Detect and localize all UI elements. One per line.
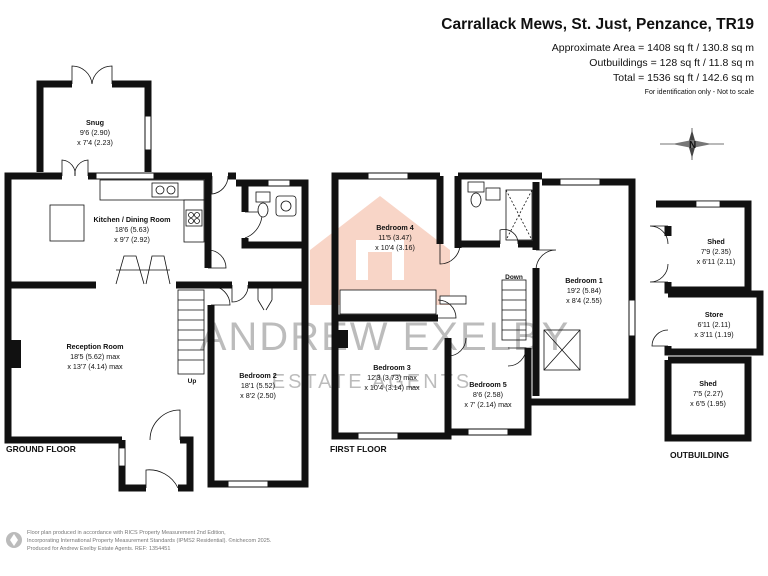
ground-floor-walls: [4, 80, 309, 492]
shed2-dim2: x 6'5 (1.95): [690, 399, 726, 408]
bedroom2-dim2: x 8'2 (2.50): [240, 391, 276, 400]
bedroom3-chimney: [338, 330, 348, 348]
snug-dim1: 9'6 (2.90): [80, 128, 110, 137]
bedroom3-dim1: 12'3 (3.73) max: [367, 373, 417, 382]
snug-name: Snug: [86, 118, 104, 127]
shed1-dim1: 7'9 (2.35): [701, 247, 731, 256]
bedroom1-name: Bedroom 1: [565, 276, 603, 285]
snug-dim2: x 7'4 (2.23): [77, 138, 113, 147]
shed1-name: Shed: [707, 237, 725, 246]
shed2-name: Shed: [699, 379, 717, 388]
total-area: Total = 1536 sq ft / 142.6 sq m: [613, 72, 754, 84]
bedroom5-name: Bedroom 5: [469, 380, 507, 389]
footer-line-1: Floor plan produced in accordance with R…: [27, 530, 226, 536]
outbuildings-area: Outbuildings = 128 sq ft / 11.8 sq m: [589, 57, 754, 69]
bedroom5-dim2: x 7' (2.14) max: [464, 400, 512, 409]
footer-logo-icon: [6, 532, 22, 548]
footer-line-3: Produced for Andrew Exelby Estate Agents…: [27, 546, 171, 552]
ground-doors: [145, 175, 273, 489]
reception-name: Reception Room: [66, 342, 123, 351]
property-title: Carrallack Mews, St. Just, Penzance, TR1…: [441, 16, 754, 33]
first-floor-doors: [437, 229, 557, 367]
bedroom2-name: Bedroom 2: [239, 371, 277, 380]
kitchen-name: Kitchen / Dining Room: [93, 215, 170, 224]
outbuilding-label: OUTBUILDING: [670, 450, 729, 460]
store-dim2: x 3'11 (1.19): [694, 330, 733, 339]
watermark-logo: [310, 196, 450, 305]
bedroom4-dim2: x 10'4 (3.16): [375, 243, 415, 252]
first-floor-label: FIRST FLOOR: [330, 444, 387, 454]
floor-labels: GROUND FLOOR FIRST FLOOR OUTBUILDING: [6, 444, 729, 460]
identification-note: For identification only - Not to scale: [644, 89, 754, 96]
shed1-dim2: x 6'11 (2.11): [697, 257, 736, 266]
bedroom1-dim2: x 8'4 (2.55): [566, 296, 602, 305]
outbuilding-doors: [649, 200, 721, 347]
stairs-up-label: Up: [188, 378, 197, 385]
footer-line-2: Incorporating International Property Mea…: [27, 538, 272, 544]
compass-north-label: N: [689, 140, 696, 151]
kitchen-fittings: [49, 179, 205, 285]
shed2-dim1: 7'5 (2.27): [693, 389, 723, 398]
ground-floor-windows: [95, 115, 291, 488]
snug-french-doors: [61, 65, 113, 177]
porch-window: [118, 447, 126, 467]
watermark-line1: ANDREW EXELBY: [200, 315, 571, 359]
bedroom4-dim1: 11'5 (3.47): [378, 233, 412, 242]
bedroom4-name: Bedroom 4: [376, 223, 414, 232]
bedroom2-dim1: 18'1 (5.52): [241, 381, 275, 390]
bedroom3-dim2: x 10'4 (3.14) max: [364, 383, 420, 392]
first-floor-fittings: [339, 181, 581, 371]
reception-dim1: 18'5 (5.62) max: [70, 352, 120, 361]
store-dim1: 6'11 (2.11): [697, 320, 730, 329]
first-floor-walls: [331, 172, 636, 440]
watermark-text: ANDREW EXELBY ESTATE AGENTS: [200, 315, 571, 393]
stairs-down-label: Down: [505, 274, 523, 281]
kitchen-dim1: 18'6 (5.63): [115, 225, 149, 234]
store-name: Store: [705, 310, 723, 319]
kitchen-dim2: x 9'7 (2.92): [114, 235, 150, 244]
reception-fireplace: [11, 340, 21, 368]
reception-dim2: x 13'7 (4.14) max: [67, 362, 123, 371]
bedroom3-name: Bedroom 3: [373, 363, 411, 372]
first-floor-windows: [357, 172, 636, 440]
bedroom5-dim1: 8'6 (2.58): [473, 390, 503, 399]
ground-stairs: [177, 289, 205, 375]
bedroom1-dim1: 19'2 (5.84): [567, 286, 601, 295]
ground-floor-label: GROUND FLOOR: [6, 444, 76, 454]
approx-area: Approximate Area = 1408 sq ft / 130.8 sq…: [551, 42, 754, 54]
watermark-line2: ESTATE AGENTS: [272, 371, 473, 393]
compass-icon: N: [660, 128, 724, 160]
room-labels: Snug 9'6 (2.90) x 7'4 (2.23) Kitchen / D…: [66, 118, 735, 409]
wc-fittings: [255, 191, 297, 218]
